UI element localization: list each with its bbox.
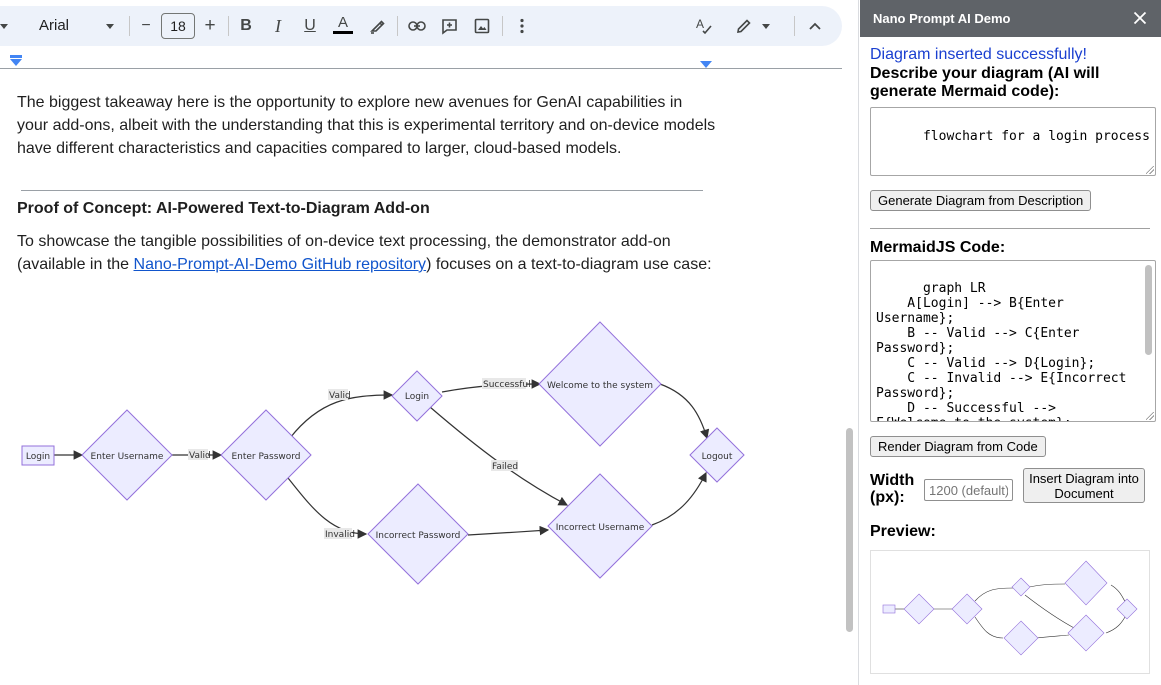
bold-button[interactable]: B: [240, 17, 252, 34]
chevron-down-icon[interactable]: [0, 24, 8, 29]
code-label: MermaidJS Code:: [870, 239, 1006, 256]
sidebar-header: Nano Prompt AI Demo: [860, 0, 1161, 37]
toolbar-divider: [129, 16, 130, 36]
edge-label-invalid: Invalid: [325, 530, 355, 540]
ruler-left-indent[interactable]: [10, 59, 22, 66]
underline-button[interactable]: U: [304, 17, 316, 34]
italic-button[interactable]: I: [275, 15, 281, 36]
edit-mode-icon[interactable]: [734, 14, 754, 38]
collapse-icon[interactable]: [808, 14, 822, 38]
doc-text-run: To showcase the tangible possibilities o…: [17, 233, 671, 273]
diagram-preview: [870, 550, 1150, 674]
node-welcome: Welcome to the system: [547, 381, 653, 391]
svg-text:A: A: [696, 17, 704, 31]
chevron-down-icon[interactable]: [762, 24, 770, 29]
width-label: Width (px):: [870, 472, 915, 506]
insert-diagram-button[interactable]: Insert Diagram into Document: [1023, 468, 1145, 503]
node-incorrect-password: Incorrect Password: [376, 531, 461, 541]
diagram-edge-labels: Valid Valid Invalid Successful Failed: [188, 378, 531, 540]
ruler-first-line-indent[interactable]: [10, 55, 22, 58]
edge-label-valid: Valid: [329, 391, 351, 401]
github-repo-link[interactable]: Nano-Prompt-AI-Demo GitHub repository: [133, 256, 427, 273]
node-login: Login: [405, 392, 429, 402]
decrease-font-size-button[interactable]: −: [141, 17, 151, 34]
doc-paragraph[interactable]: The biggest takeaway here is the opportu…: [17, 94, 716, 157]
diagram-nodes: [21, 321, 745, 585]
node-incorrect-username: Incorrect Username: [556, 523, 645, 533]
text-color-swatch: [333, 30, 353, 34]
close-icon[interactable]: [1131, 9, 1149, 27]
spellcheck-icon[interactable]: A: [694, 14, 714, 38]
generate-diagram-button[interactable]: Generate Diagram from Description: [870, 190, 1092, 211]
node-enter-username: Enter Username: [91, 452, 164, 462]
link-icon[interactable]: [407, 14, 427, 38]
node-logout: Logout: [702, 452, 733, 462]
horizontal-rule: [21, 190, 703, 191]
font-family-select[interactable]: Arial: [39, 17, 70, 34]
doc-paragraph[interactable]: To showcase the tangible possibilities o…: [17, 230, 717, 276]
more-vertical-icon[interactable]: [516, 14, 528, 38]
resize-handle[interactable]: [1146, 412, 1154, 420]
insert-image-icon[interactable]: [473, 14, 491, 38]
add-comment-icon[interactable]: [440, 14, 458, 38]
toolbar-divider: [228, 16, 229, 36]
mermaid-code-value: graph LR A[Login] --> B{Enter Username};…: [876, 281, 1127, 421]
description-textarea[interactable]: flowchart for a login process: [870, 107, 1156, 176]
section-divider: [870, 228, 1150, 229]
font-size-input[interactable]: 18: [161, 13, 195, 39]
edge-label-successful: Successful: [483, 380, 531, 390]
node-enter-password: Enter Password: [231, 452, 300, 462]
text-color-icon: A: [337, 13, 348, 31]
describe-label: Describe your diagram (AI will generate …: [870, 65, 1100, 100]
panel-divider: [858, 0, 859, 685]
increase-font-size-button[interactable]: +: [204, 15, 216, 36]
toolbar-divider: [794, 16, 795, 36]
addon-sidebar: Nano Prompt AI Demo Diagram inserted suc…: [860, 0, 1161, 685]
sidebar-title: Nano Prompt AI Demo: [873, 11, 1011, 26]
ruler: [0, 68, 842, 69]
render-diagram-button[interactable]: Render Diagram from Code: [870, 436, 1046, 457]
preview-label: Preview:: [870, 523, 936, 540]
inserted-diagram-image[interactable]: Valid Valid Invalid Successful Failed: [0, 300, 760, 600]
mermaid-code-textarea[interactable]: graph LR A[Login] --> B{Enter Username};…: [870, 260, 1156, 422]
text-color-button[interactable]: A: [333, 12, 353, 36]
doc-text-run: ) focuses on a text-to-diagram use case:: [426, 256, 712, 273]
highlighter-icon[interactable]: [369, 14, 385, 38]
chevron-down-icon[interactable]: [106, 24, 114, 29]
code-scrollbar[interactable]: [1145, 265, 1152, 355]
doc-heading[interactable]: Proof of Concept: AI-Powered Text-to-Dia…: [17, 200, 430, 217]
resize-handle[interactable]: [1146, 166, 1154, 174]
toolbar-divider: [397, 16, 398, 36]
docs-toolbar: Arial − 18 + B I U A A: [0, 6, 842, 46]
node-login: Login: [26, 452, 50, 462]
diagram-node-labels: Login Enter Username Enter Password Logi…: [26, 381, 733, 541]
ruler-right-indent[interactable]: [700, 61, 712, 68]
document-scrollbar[interactable]: [846, 428, 853, 632]
description-value: flowchart for a login process: [922, 129, 1150, 144]
width-input[interactable]: [924, 479, 1013, 501]
status-message: Diagram inserted successfully!: [870, 46, 1087, 63]
edge-label-failed: Failed: [492, 462, 518, 472]
edge-label-valid: Valid: [189, 451, 211, 461]
toolbar-divider: [502, 16, 503, 36]
